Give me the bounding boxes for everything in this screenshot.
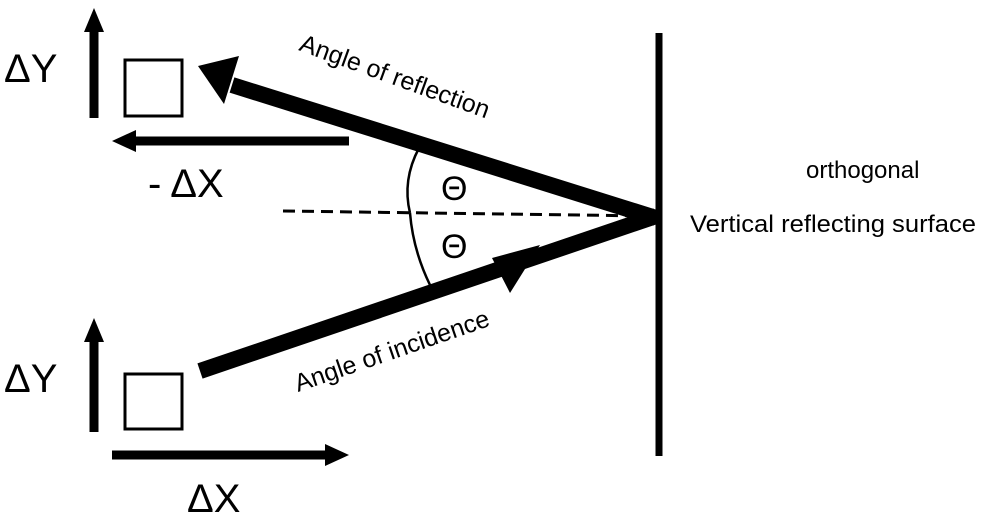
top-dy-label: ΔY bbox=[4, 47, 57, 91]
normal-dashed-line bbox=[282, 209, 651, 218]
bottom-dy-label: ΔY bbox=[4, 357, 57, 401]
upper-angle-symbol: Θ bbox=[441, 170, 467, 208]
reflected-ray-arrowhead bbox=[198, 56, 239, 104]
bottom-dx-arrow bbox=[112, 444, 349, 466]
top-dx-label: - ΔX bbox=[148, 162, 224, 206]
top-object-square bbox=[123, 58, 184, 118]
lower-angle-symbol: Θ bbox=[441, 228, 467, 266]
surface-label-bottom: Vertical reflecting surface bbox=[690, 211, 976, 238]
top-dy-arrow bbox=[84, 8, 104, 118]
incident-ray bbox=[197, 208, 659, 379]
surface-label-top: orthogonal bbox=[806, 157, 919, 184]
reflected-ray bbox=[198, 56, 659, 226]
lower-angle-arc bbox=[408, 212, 432, 286]
top-dx-arrow bbox=[112, 130, 349, 152]
bottom-dx-label: ΔX bbox=[187, 477, 240, 519]
bottom-object-square bbox=[123, 372, 184, 431]
bottom-dy-arrow bbox=[84, 318, 104, 432]
incident-ray-label: Angle of incidence bbox=[291, 305, 493, 398]
upper-angle-arc bbox=[406, 147, 421, 214]
incident-ray-arrowhead bbox=[492, 245, 540, 293]
